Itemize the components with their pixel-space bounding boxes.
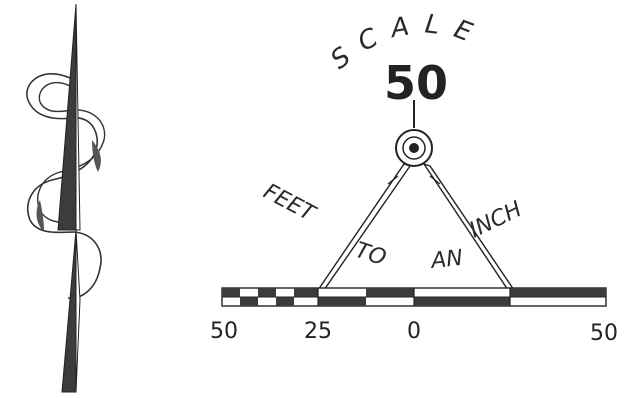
scale-label-25: 25 <box>304 319 332 344</box>
unit-inch: INCH <box>466 197 526 244</box>
scale-bar <box>222 288 606 306</box>
drafting-compass-icon <box>318 100 514 290</box>
scale-label-50-left: 50 <box>210 319 238 344</box>
scale-value: 50 <box>384 56 448 110</box>
scale-label-50-right: 50 <box>590 321 618 346</box>
unit-feet: FEET <box>259 179 320 227</box>
north-arrow-icon <box>27 4 105 392</box>
unit-an: AN <box>428 246 464 274</box>
scale-label-0: 0 <box>407 319 421 344</box>
unit-to: TO <box>352 238 389 271</box>
